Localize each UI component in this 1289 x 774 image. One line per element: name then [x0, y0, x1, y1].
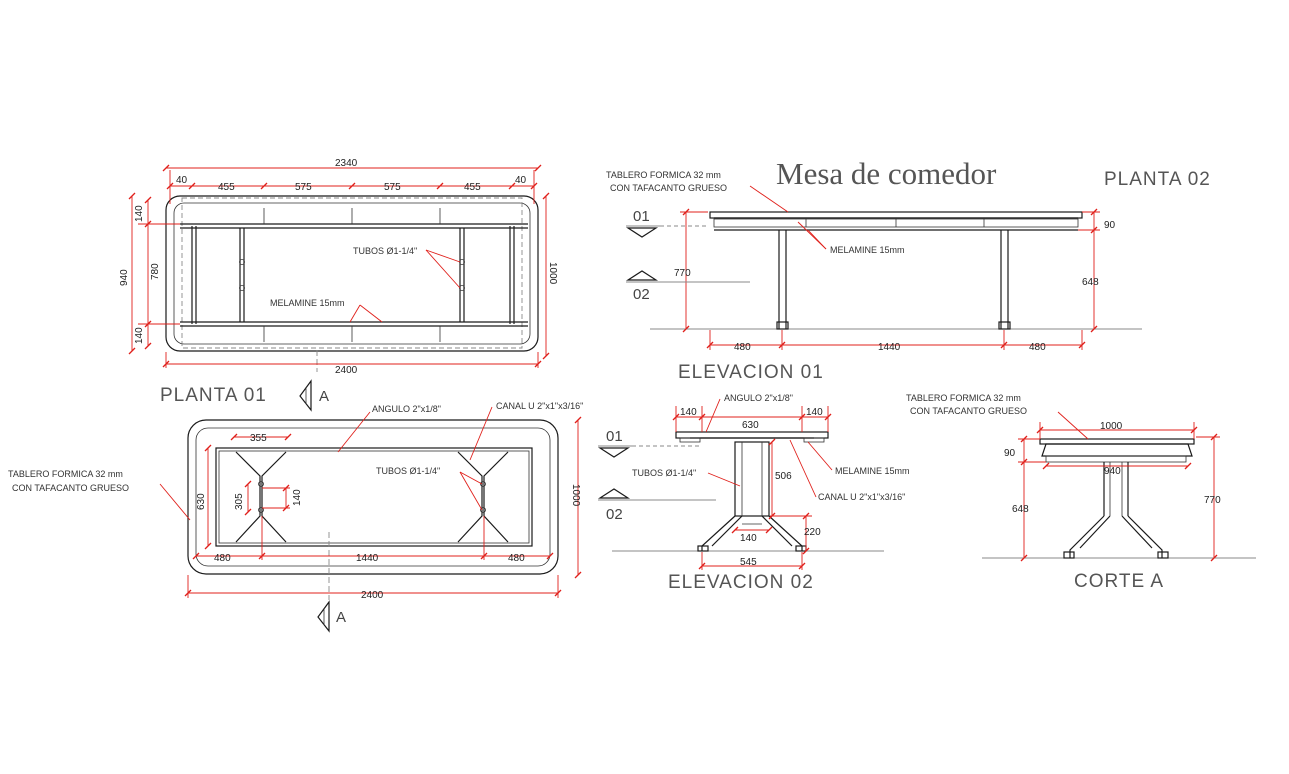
note-p2-tablero-2: CON TAFACANTO GRUESO: [12, 483, 129, 493]
dim-p2-w355: 355: [250, 433, 267, 444]
section-marker-top: A: [299, 379, 329, 412]
note-e1-tablero-2: CON TAFACANTO GRUESO: [610, 183, 727, 193]
dim-e1-h90: 90: [1104, 220, 1116, 231]
note-p2-tubos: TUBOS Ø1-1/4": [376, 466, 440, 476]
dim-p2-total: 2400: [361, 590, 384, 601]
level-marker-e2: 01 02: [597, 428, 716, 523]
dim-p1-left-mid: 780: [150, 263, 161, 280]
svg-text:02: 02: [606, 506, 623, 523]
note-e2-melamine: MELAMINE 15mm: [835, 466, 910, 476]
dim-p2-b1440: 1440: [356, 553, 379, 564]
dim-p1-left-bot: 140: [134, 327, 145, 344]
dim-ca-h90: 90: [1004, 448, 1016, 459]
dim-p1-a: 40: [176, 175, 188, 186]
elevacion-02-dimensions: 140 630 140 506 220 140 545 ANGULO 2"x1/…: [632, 393, 910, 570]
note-p1-melamine: MELAMINE 15mm: [270, 298, 345, 308]
dim-p1-e: 455: [464, 182, 481, 193]
dim-e2-b140: 140: [740, 533, 757, 544]
dim-ca-w1000: 1000: [1100, 421, 1123, 432]
dim-p2-b480b: 480: [508, 553, 525, 564]
dim-p1-left-total: 940: [119, 269, 130, 286]
dim-p1-left-top: 140: [134, 205, 145, 222]
dim-p1-d: 575: [384, 182, 401, 193]
note-p2-canal: CANAL U 2"x1"x3/16": [496, 401, 583, 411]
svg-text:A: A: [336, 609, 346, 626]
elevacion-01-view: [650, 211, 1142, 330]
svg-text:01: 01: [633, 208, 650, 225]
corte-a-view: [982, 438, 1256, 559]
note-p2-tablero-1: TABLERO FORMICA 32 mm: [8, 469, 123, 479]
corte-a-dimensions: 1000 940 90 648 770 TABLERO FORMICA 32 m…: [906, 393, 1221, 562]
dim-e2-t140a: 140: [680, 407, 697, 418]
note-p2-angulo: ANGULO 2"x1/8": [372, 404, 441, 414]
dim-p1-right: 1000: [547, 262, 558, 285]
note-p1-tubos: TUBOS Ø1-1/4": [353, 246, 417, 256]
note-e1-tablero-1: TABLERO FORMICA 32 mm: [606, 170, 721, 180]
dim-e2-h506: 506: [775, 471, 792, 482]
planta-02-dimensions: 355 305 140 630 480 1440 480 2400: [8, 401, 583, 601]
note-e2-angulo: ANGULO 2"x1/8": [724, 393, 793, 403]
dim-ca-h770: 770: [1204, 495, 1221, 506]
drawing-title: Mesa de comedor: [776, 156, 997, 191]
svg-text:A: A: [319, 388, 329, 405]
view-title-planta-02: PLANTA 02: [1104, 169, 1211, 190]
view-title-elevacion-01: ELEVACION 01: [678, 362, 824, 383]
note-e2-canal: CANAL U 2"x1"x3/16": [818, 492, 905, 502]
dim-e1-b480a: 480: [734, 342, 751, 353]
dim-e2-t630: 630: [742, 420, 759, 431]
dim-e1-h648: 648: [1082, 277, 1099, 288]
note-e1-melamine: MELAMINE 15mm: [830, 245, 905, 255]
view-title-elevacion-02: ELEVACION 02: [668, 572, 814, 593]
planta-02-view: [187, 419, 559, 600]
dim-p1-total-top: 2340: [335, 158, 358, 169]
dim-p1-f: 40: [515, 175, 527, 186]
svg-text:01: 01: [606, 428, 623, 445]
dim-ca-w940: 940: [1104, 466, 1121, 477]
dim-p2-h630: 630: [196, 493, 207, 510]
view-title-corte-a: CORTE A: [1074, 571, 1164, 592]
dim-p2-h140: 140: [292, 489, 303, 506]
note-ca-tablero-2: CON TAFACANTO GRUESO: [910, 406, 1027, 416]
dim-e2-h220: 220: [804, 527, 821, 538]
level-marker-e1: 01 02: [625, 208, 750, 303]
dim-p2-b480a: 480: [214, 553, 231, 564]
dim-p1-total-bottom: 2400: [335, 365, 358, 376]
dim-e2-t140b: 140: [806, 407, 823, 418]
dim-e2-b545: 545: [740, 557, 757, 568]
section-marker-bottom: A: [317, 600, 346, 633]
planta-01-dimensions: 2340 40 455 575 575 455 40 2400 940: [119, 158, 558, 376]
note-ca-tablero-1: TABLERO FORMICA 32 mm: [906, 393, 1021, 403]
dim-p2-right: 1000: [570, 484, 581, 507]
planta-01-view: [165, 195, 539, 372]
dim-e1-h770: 770: [674, 268, 691, 279]
elevacion-01-dimensions: 770 90 648 480 1440 480 TABLERO FORMICA …: [606, 170, 1116, 353]
note-e2-tubos: TUBOS Ø1-1/4": [632, 468, 696, 478]
elevacion-02-view: [612, 431, 884, 552]
view-title-planta-01: PLANTA 01: [160, 385, 267, 406]
svg-text:02: 02: [633, 286, 650, 303]
dim-p2-h305: 305: [234, 493, 245, 510]
dim-e1-b480b: 480: [1029, 342, 1046, 353]
dim-e1-b1440: 1440: [878, 342, 901, 353]
dim-p1-c: 575: [295, 182, 312, 193]
dim-ca-h648: 648: [1012, 504, 1029, 515]
dim-p1-b: 455: [218, 182, 235, 193]
